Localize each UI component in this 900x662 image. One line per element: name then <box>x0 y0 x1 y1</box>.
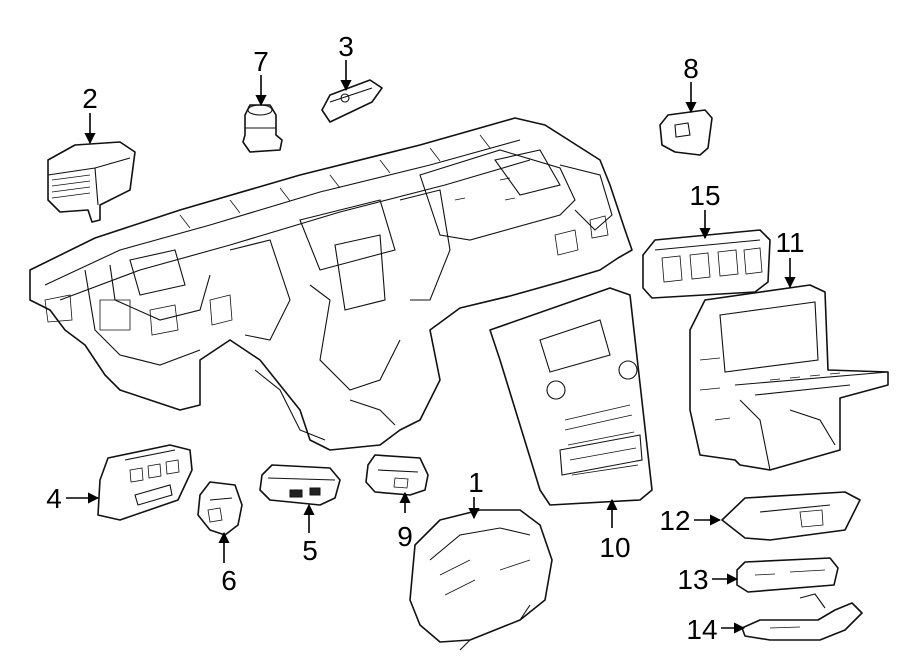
part-7-sensor <box>242 104 283 153</box>
callout-15: 15 <box>689 180 720 211</box>
part-5-switch <box>259 464 341 506</box>
part-10-radio-faceplate <box>489 287 653 506</box>
callout-7: 7 <box>253 46 269 77</box>
callout-4: 4 <box>46 483 62 514</box>
leader-lines <box>66 60 796 634</box>
callout-14: 14 <box>686 614 717 645</box>
part-13-module <box>736 557 839 593</box>
part-12-bracket <box>721 491 861 541</box>
part-4-switch-panel <box>97 444 193 521</box>
part-15-control-module <box>642 229 771 299</box>
part-11-display-unit <box>689 284 889 471</box>
callout-12: 12 <box>659 505 690 536</box>
part-3-switch <box>321 79 383 123</box>
callout-11: 11 <box>775 227 804 258</box>
callout-6: 6 <box>221 565 237 596</box>
callout-labels: 2 7 3 8 15 11 4 6 5 9 1 10 12 13 14 <box>46 31 804 645</box>
part-2-module <box>47 141 136 223</box>
part-8-switch <box>659 109 713 156</box>
callout-1: 1 <box>468 467 484 498</box>
part-9-switch <box>365 454 429 496</box>
callout-9: 9 <box>397 521 413 552</box>
callout-2: 2 <box>82 83 98 114</box>
part-6-switch <box>197 481 243 536</box>
callout-10: 10 <box>599 532 630 563</box>
part-1-instrument-cluster <box>409 509 553 651</box>
instrument-panel-frame <box>29 117 633 451</box>
part-14-trim <box>741 593 863 641</box>
callout-3: 3 <box>338 31 354 62</box>
callout-5: 5 <box>302 535 318 566</box>
callout-8: 8 <box>683 53 699 84</box>
callout-13: 13 <box>677 564 708 595</box>
